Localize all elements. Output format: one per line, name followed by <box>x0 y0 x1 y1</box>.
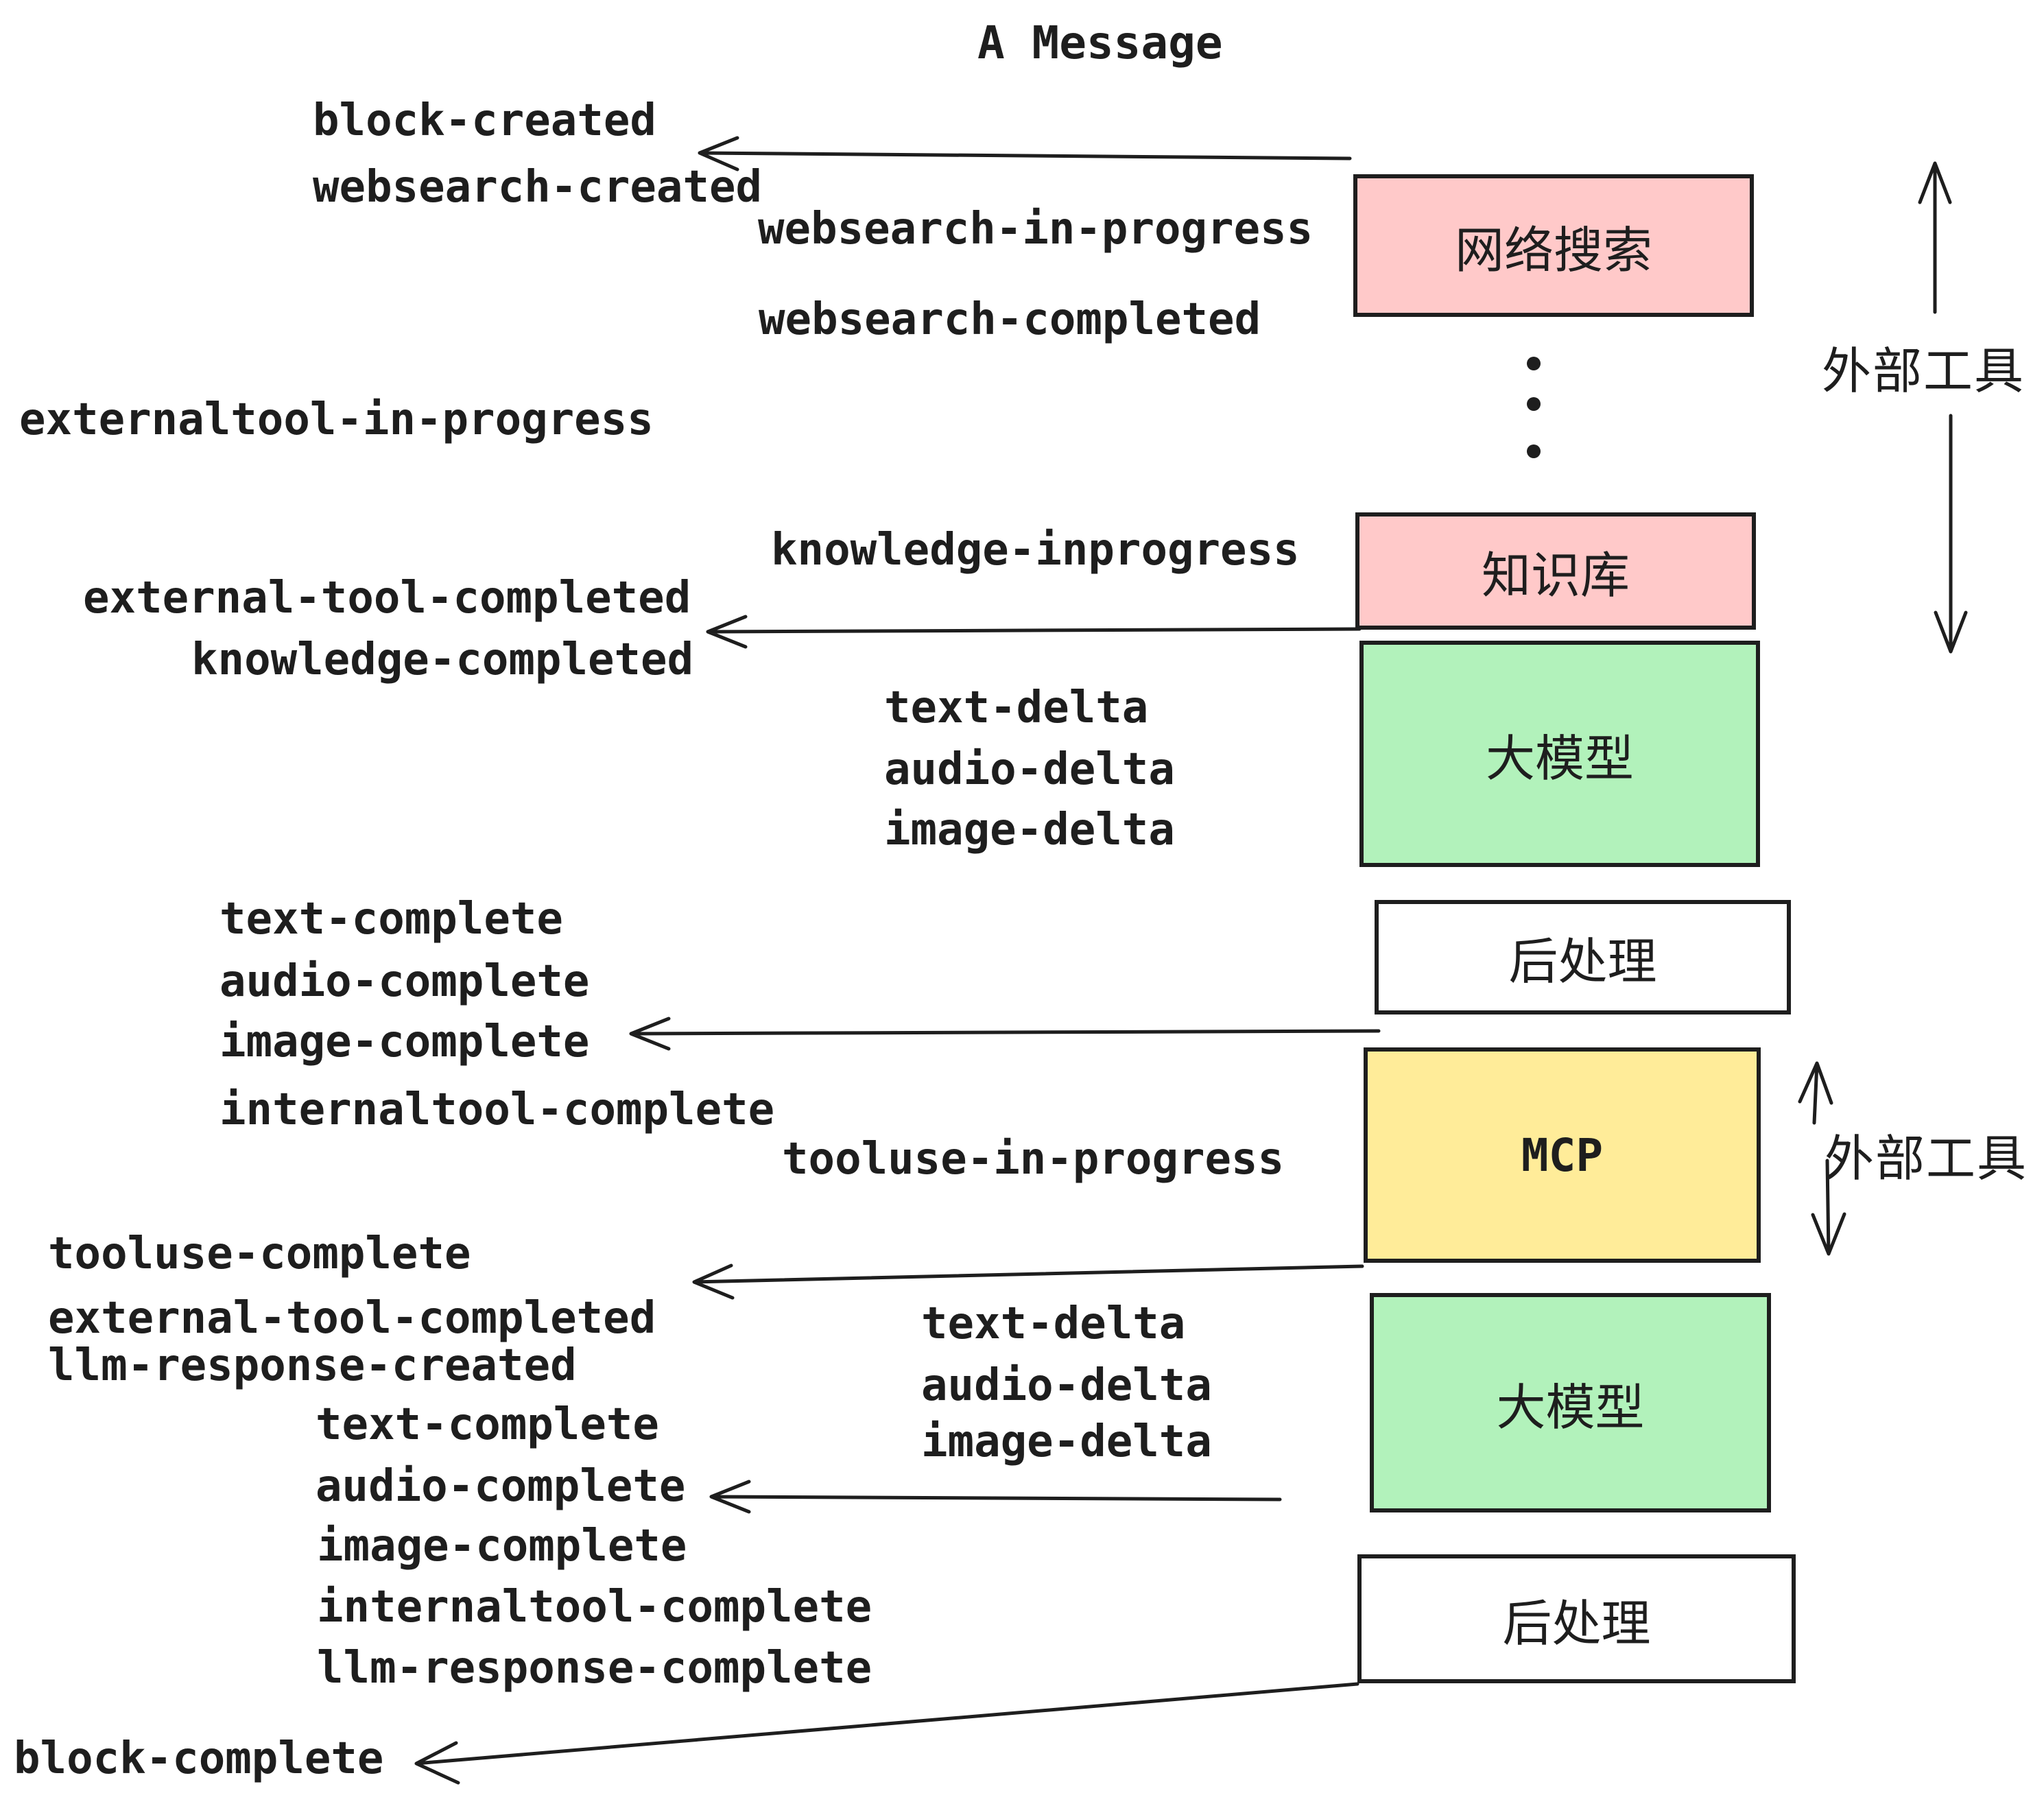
arrow-tooluse-complete <box>692 1263 1364 1300</box>
box-llm-bottom: 大模型 <box>1370 1293 1771 1512</box>
page-title: A Message <box>977 16 1223 69</box>
event-label-tooluse-in-progress: tooluse-in-progress <box>782 1134 1285 1185</box>
arrow-image-complete <box>629 1017 1381 1051</box>
event-label-image-complete-2: image-complete <box>317 1521 687 1571</box>
event-label-external-tool-completed: external-tool-completed <box>83 573 691 624</box>
ellipsis-dots <box>1527 357 1541 458</box>
box-postprocess-bottom-label: 后处理 <box>1502 1594 1651 1652</box>
box-postprocess-top-label: 后处理 <box>1508 933 1657 990</box>
box-mcp: MCP <box>1364 1047 1761 1263</box>
event-label-websearch-completed: websearch-completed <box>759 294 1261 345</box>
box-postprocess-top: 后处理 <box>1375 900 1791 1014</box>
event-label-block-complete: block-complete <box>14 1733 384 1784</box>
event-label-internaltool-complete-2: internaltool-complete <box>317 1582 872 1633</box>
box-postprocess-bottom: 后处理 <box>1357 1554 1796 1683</box>
side-label-external-tools-2: 外部工具 <box>1825 1130 2028 1187</box>
arrow-knowledge-completed <box>706 615 1362 649</box>
event-label-block-created: block-created <box>313 95 656 146</box>
event-label-image-delta-2: image-delta <box>921 1416 1212 1467</box>
arrow-audio-complete <box>709 1480 1282 1514</box>
event-label-websearch-created: websearch-created <box>313 162 763 213</box>
event-label-image-complete-1: image-complete <box>219 1017 590 1067</box>
event-label-llm-response-complete: llm-response-complete <box>317 1643 872 1694</box>
box-llm-top: 大模型 <box>1359 641 1760 867</box>
event-label-tooluse-complete: tooluse-complete <box>48 1229 471 1279</box>
box-mcp-label: MCP <box>1521 1128 1604 1182</box>
box-knowledge-label: 知识库 <box>1481 547 1630 604</box>
event-label-text-complete-1: text-complete <box>219 894 563 945</box>
arrow-external-tools-up-1 <box>1918 161 1952 314</box>
event-label-image-delta-1: image-delta <box>884 805 1175 855</box>
event-label-externaltool-in-progress: externaltool-in-progress <box>19 394 654 445</box>
event-label-knowledge-inprogress: knowledge-inprogress <box>771 525 1300 575</box>
box-knowledge: 知识库 <box>1355 512 1756 630</box>
box-llm-bottom-label: 大模型 <box>1496 1378 1645 1436</box>
event-label-audio-delta-2: audio-delta <box>921 1360 1212 1411</box>
event-label-knowledge-completed: knowledge-completed <box>191 634 694 685</box>
arrow-external-tools-up-2 <box>1798 1061 1833 1125</box>
event-label-text-delta-1: text-delta <box>884 683 1149 733</box>
box-llm-top-label: 大模型 <box>1485 729 1634 787</box>
event-label-internaltool-complete-1: internaltool-complete <box>219 1084 775 1135</box>
event-label-text-complete-2: text-complete <box>316 1399 659 1450</box>
arrow-external-tools-down-1 <box>1934 414 1968 654</box>
box-websearch-label: 网络搜索 <box>1454 221 1652 279</box>
event-label-text-delta-2: text-delta <box>921 1298 1186 1349</box>
event-label-websearch-in-progress: websearch-in-progress <box>758 204 1314 254</box>
event-label-audio-complete-1: audio-complete <box>219 956 590 1007</box>
event-label-external-tool-completed-2: external-tool-completed <box>48 1293 656 1344</box>
arrow-block-created <box>698 136 1352 171</box>
side-label-external-tools-1: 外部工具 <box>1822 342 2025 400</box>
event-label-llm-response-created: llm-response-created <box>48 1340 577 1391</box>
event-label-audio-complete-2: audio-complete <box>316 1461 686 1512</box>
arrow-block-complete <box>414 1682 1359 1785</box>
event-label-audio-delta-1: audio-delta <box>884 744 1175 795</box>
box-websearch: 网络搜索 <box>1353 174 1754 317</box>
